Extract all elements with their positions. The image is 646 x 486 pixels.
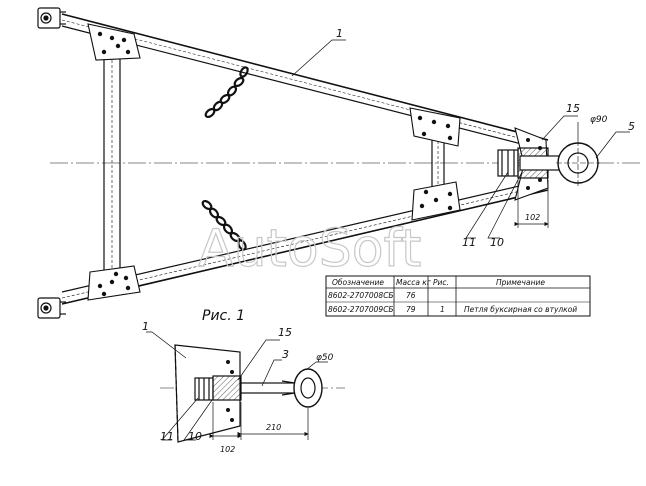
- callout-loop: 5: [628, 120, 635, 133]
- table-row2-designation: 8602-2707009СБ: [328, 305, 394, 314]
- callout-washer-detail: 10: [188, 430, 202, 443]
- left-bottom-clamp: [37, 297, 66, 319]
- chain-lower: [201, 199, 247, 251]
- callout-sleeve-detail: 15: [278, 326, 292, 339]
- dim-length-small: 210: [266, 423, 281, 432]
- bolt-holes: [97, 31, 542, 297]
- table-row2-mass: 79: [406, 305, 416, 314]
- table-row2-fig: 1: [440, 305, 445, 314]
- figure-caption: Рис. 1: [202, 308, 245, 324]
- leader-lines: [146, 39, 630, 441]
- callout-nut-detail: 11: [160, 430, 174, 443]
- callout-nut: 11: [462, 236, 476, 249]
- callout-loop-small: 3: [282, 348, 289, 361]
- table-row2-note: Петля буксирная со втулкой: [464, 305, 577, 314]
- dim-eye-large: φ90: [590, 115, 608, 125]
- callout-sleeve: 15: [566, 102, 580, 115]
- dim-offset-small: 102: [220, 445, 235, 454]
- drawbar-frame: [61, 13, 549, 305]
- table-header-mass: Масса кг: [396, 278, 431, 287]
- watermark: AutoSoft: [198, 219, 421, 279]
- left-top-clamp: [37, 7, 66, 29]
- dim-eye-small: φ50: [316, 353, 334, 363]
- callout-frame-detail: 1: [142, 320, 149, 333]
- chain-upper: [204, 66, 249, 119]
- detail-bolts: [226, 360, 234, 422]
- table-header-note: Примечание: [496, 278, 545, 287]
- table-row1-mass: 76: [406, 291, 416, 300]
- dim-offset-large: 102: [525, 213, 540, 222]
- detail-view: [174, 344, 323, 443]
- table-header-fig: Рис.: [433, 278, 449, 287]
- callout-washer: 10: [490, 236, 504, 249]
- callout-frame: 1: [336, 27, 343, 40]
- spec-table: Обозначение Масса кг Рис. Примечание 860…: [325, 275, 591, 317]
- table-row1-designation: 8602-2707008СБ: [328, 291, 394, 300]
- table-header-designation: Обозначение: [332, 278, 384, 287]
- tow-eye-main: [497, 140, 600, 186]
